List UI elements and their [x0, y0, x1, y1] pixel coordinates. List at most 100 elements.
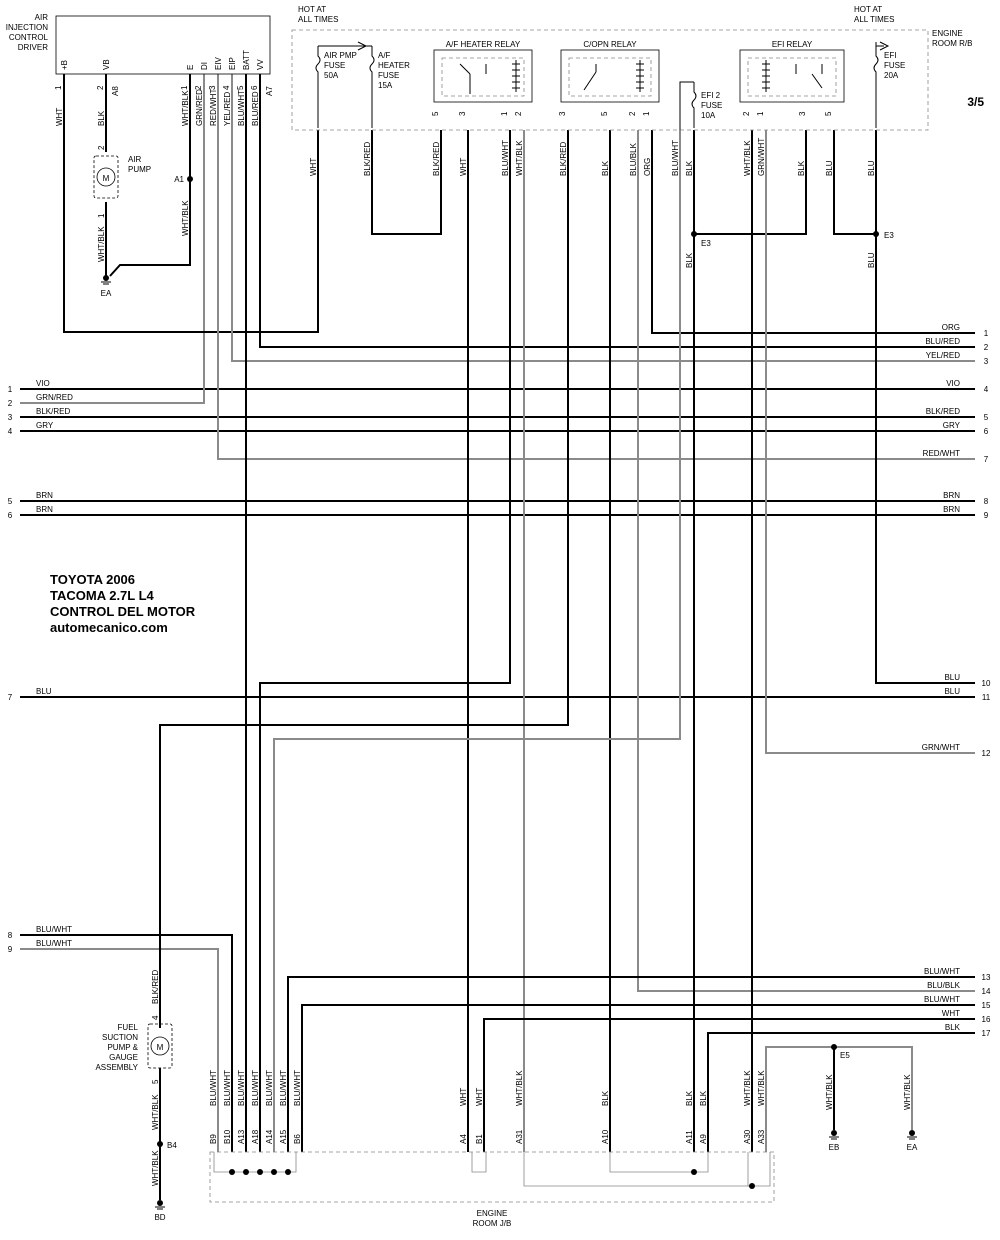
af-heater-fuse-label-line-2: FUSE	[378, 71, 399, 80]
left-row-num-3: 3	[8, 413, 13, 422]
jb-bus-a31	[523, 1152, 752, 1187]
driver-connector-a8: A8	[111, 86, 120, 96]
right-row-color-8: BRN	[943, 505, 960, 514]
driver-wire-color-7: BLU/RED	[251, 91, 260, 126]
af-heater-fuse-label-line-3: 15A	[378, 81, 393, 90]
relay-c_opn-pin-0: 3	[558, 111, 567, 116]
driver-pin-1: VB	[102, 59, 111, 70]
jb-pin-A9: A9	[699, 1134, 708, 1144]
wire-cop-blk-red	[159, 130, 569, 1028]
af-heater-fuse-label-line-1: HEATER	[378, 61, 410, 70]
relay-af_heater-pin-3: 2	[514, 111, 523, 116]
driver-wire-color-0: WHT	[55, 108, 64, 126]
e3-drop-color-blu: BLU	[867, 252, 876, 268]
left-row-num-9: 9	[8, 945, 13, 954]
driver-wire-color-2: WHT/BLK	[181, 90, 190, 126]
left-row-color-5: BRN	[36, 505, 53, 514]
driver-pin-num-7: 6	[250, 85, 259, 90]
jb-bus-dot-a30	[749, 1183, 755, 1189]
ground-label-ea-top: EA	[101, 289, 112, 298]
jb-color-2: BLU/WHT	[237, 1070, 246, 1106]
hot-at-all-times-left-line-1: ALL TIMES	[298, 15, 338, 24]
top-wire-color-12: WHT/BLK	[743, 140, 752, 176]
right-row-num-12: 12	[982, 749, 991, 758]
jb-pin-A33: A33	[757, 1129, 766, 1144]
af-heater-relay-box	[433, 49, 533, 103]
right-row-num-17: 17	[982, 1029, 991, 1038]
driver-pin-4: EIV	[214, 56, 223, 70]
splice-label-e3-right: E3	[884, 231, 894, 240]
wire-cop-blu-blk	[637, 130, 975, 992]
top-wire-color-10: BLU/WHT	[671, 140, 680, 176]
fuel-pump-label-line-0: FUEL	[118, 1023, 139, 1032]
air-injection-driver-label-line-3: DRIVER	[18, 43, 48, 52]
air-injection-driver-label-line-1: INJECTION	[6, 23, 48, 32]
wires	[20, 74, 975, 1200]
right-row-num-6: 6	[984, 427, 989, 436]
driver-wire-color-3: GRN/RED	[195, 89, 204, 126]
top-wire-color-4: BLU/WHT	[501, 140, 510, 176]
driver-pin-num-6: 5	[236, 85, 245, 90]
driver-pin-num-3: 2	[194, 85, 203, 90]
jb-pin-B9: B9	[209, 1134, 218, 1144]
top-wire-color-9: ORG	[643, 158, 652, 176]
right-row-color-12: BLU/WHT	[924, 967, 960, 976]
air-pump-label-line-1: PUMP	[128, 165, 151, 174]
left-row-num-2: 2	[8, 399, 13, 408]
relay-af_heater-pin-0: 5	[431, 111, 440, 116]
fuel-pump-color-top: BLK/RED	[151, 970, 160, 1004]
jb-bus-dot-3	[271, 1169, 277, 1175]
driver-connector-a7: A7	[265, 86, 274, 96]
air-pmp-fuse-label-line-0: AIR PMP	[324, 51, 357, 60]
right-row-num-13: 13	[982, 973, 991, 982]
ground-ea-top	[101, 275, 111, 285]
top-wire-color-8: BLU/BLK	[629, 142, 638, 176]
page-number: 3/5	[967, 95, 984, 109]
right-row-color-5: GRY	[943, 421, 961, 430]
wire-right-17	[707, 1032, 975, 1152]
jb-bus-dot-2	[257, 1169, 263, 1175]
top-wire-color-11: BLK	[685, 160, 694, 176]
jb-pin-B1: B1	[475, 1134, 484, 1144]
right-row-color-7: BRN	[943, 491, 960, 500]
right-row-num-8: 8	[984, 497, 989, 506]
jb-color-3: BLU/WHT	[251, 1070, 260, 1106]
right-row-color-4: BLK/RED	[926, 407, 960, 416]
left-row-num-5: 5	[8, 497, 13, 506]
relay-c_opn-pin-1: 5	[600, 111, 609, 116]
fuse-symbols	[315, 41, 890, 130]
driver-pin-7: VV	[256, 59, 265, 70]
right-row-color-14: BLU/WHT	[924, 995, 960, 1004]
air-pump-motor-letter: M	[103, 174, 110, 183]
ground-label-ea-bottom: EA	[907, 1143, 918, 1152]
wire-ahr-blu-wht	[259, 130, 511, 1152]
efi2-fuse-label-line-1: FUSE	[701, 101, 722, 110]
driver-pin-num-1: 2	[96, 85, 105, 90]
right-row-num-1: 1	[984, 329, 989, 338]
engine-room-jb-label-line-0: ENGINE	[477, 1209, 508, 1218]
e5-color-ea: WHT/BLK	[903, 1074, 912, 1110]
top-wire-color-1: BLK/RED	[363, 142, 372, 176]
jb-bus-dot-4	[285, 1169, 291, 1175]
jb-bus-a4-b1	[471, 1152, 487, 1173]
wire-efi-fuse-blu	[875, 130, 975, 684]
air-pump-box	[93, 155, 119, 199]
right-row-num-2: 2	[984, 343, 989, 352]
right-row-color-1: BLU/RED	[925, 337, 960, 346]
wire-driver-wht	[63, 74, 319, 333]
air-pump-pin-1: 1	[97, 213, 106, 218]
right-row-num-15: 15	[982, 1001, 991, 1010]
jb-bus-dot-0	[229, 1169, 235, 1175]
efi-relay-box	[739, 49, 845, 103]
relay-af_heater-pin-1: 3	[458, 111, 467, 116]
splice-dot-a1	[187, 176, 193, 182]
driver-wire-color-1: BLK	[97, 110, 106, 126]
title-line-1: TOYOTA 2006	[50, 572, 135, 587]
splice-dot-e3-left	[691, 231, 697, 237]
air-pump-pin-2: 2	[97, 145, 106, 150]
e3-drop-color-blk: BLK	[685, 252, 694, 268]
left-row-color-4: BRN	[36, 491, 53, 500]
jb-bus-left	[213, 1152, 297, 1173]
driver-pin-3: DI	[200, 62, 209, 70]
